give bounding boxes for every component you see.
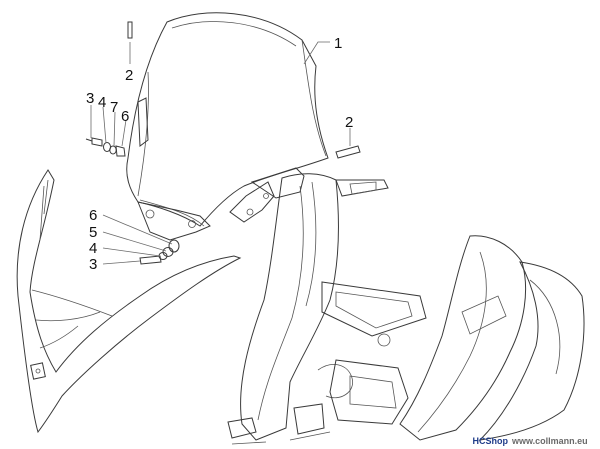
footer-credit: HCShop www.collmann.eu	[473, 436, 588, 446]
callout-pin-top: 2	[125, 67, 133, 84]
callout-windscreen: 1	[334, 35, 342, 52]
callout-upper-nut: 7	[110, 99, 118, 116]
leader-lines	[90, 41, 351, 265]
callout-upper-screw: 3	[86, 90, 94, 107]
callout-upper-washer: 4	[98, 94, 106, 111]
windscreen	[126, 12, 329, 241]
lower-hardware	[139, 239, 180, 265]
front-panel	[16, 169, 242, 434]
frame-structure	[227, 173, 585, 445]
callout-lower-screw: 3	[89, 256, 97, 273]
callout-pin-right: 2	[345, 114, 353, 131]
upper-hardware	[85, 137, 126, 157]
callout-lower-spacer: 5	[89, 224, 97, 241]
footer-brand: HCShop	[473, 436, 509, 446]
pin-right	[335, 145, 361, 159]
footer-site: www.collmann.eu	[511, 436, 588, 446]
pin-top	[127, 21, 133, 39]
callout-upper-grommet: 6	[121, 108, 129, 125]
callouts: 1 2 2 3 4 7 6 6 5 4 3	[86, 35, 353, 273]
callout-lower-washer: 4	[89, 240, 97, 257]
callout-lower-grommet: 6	[89, 207, 97, 224]
